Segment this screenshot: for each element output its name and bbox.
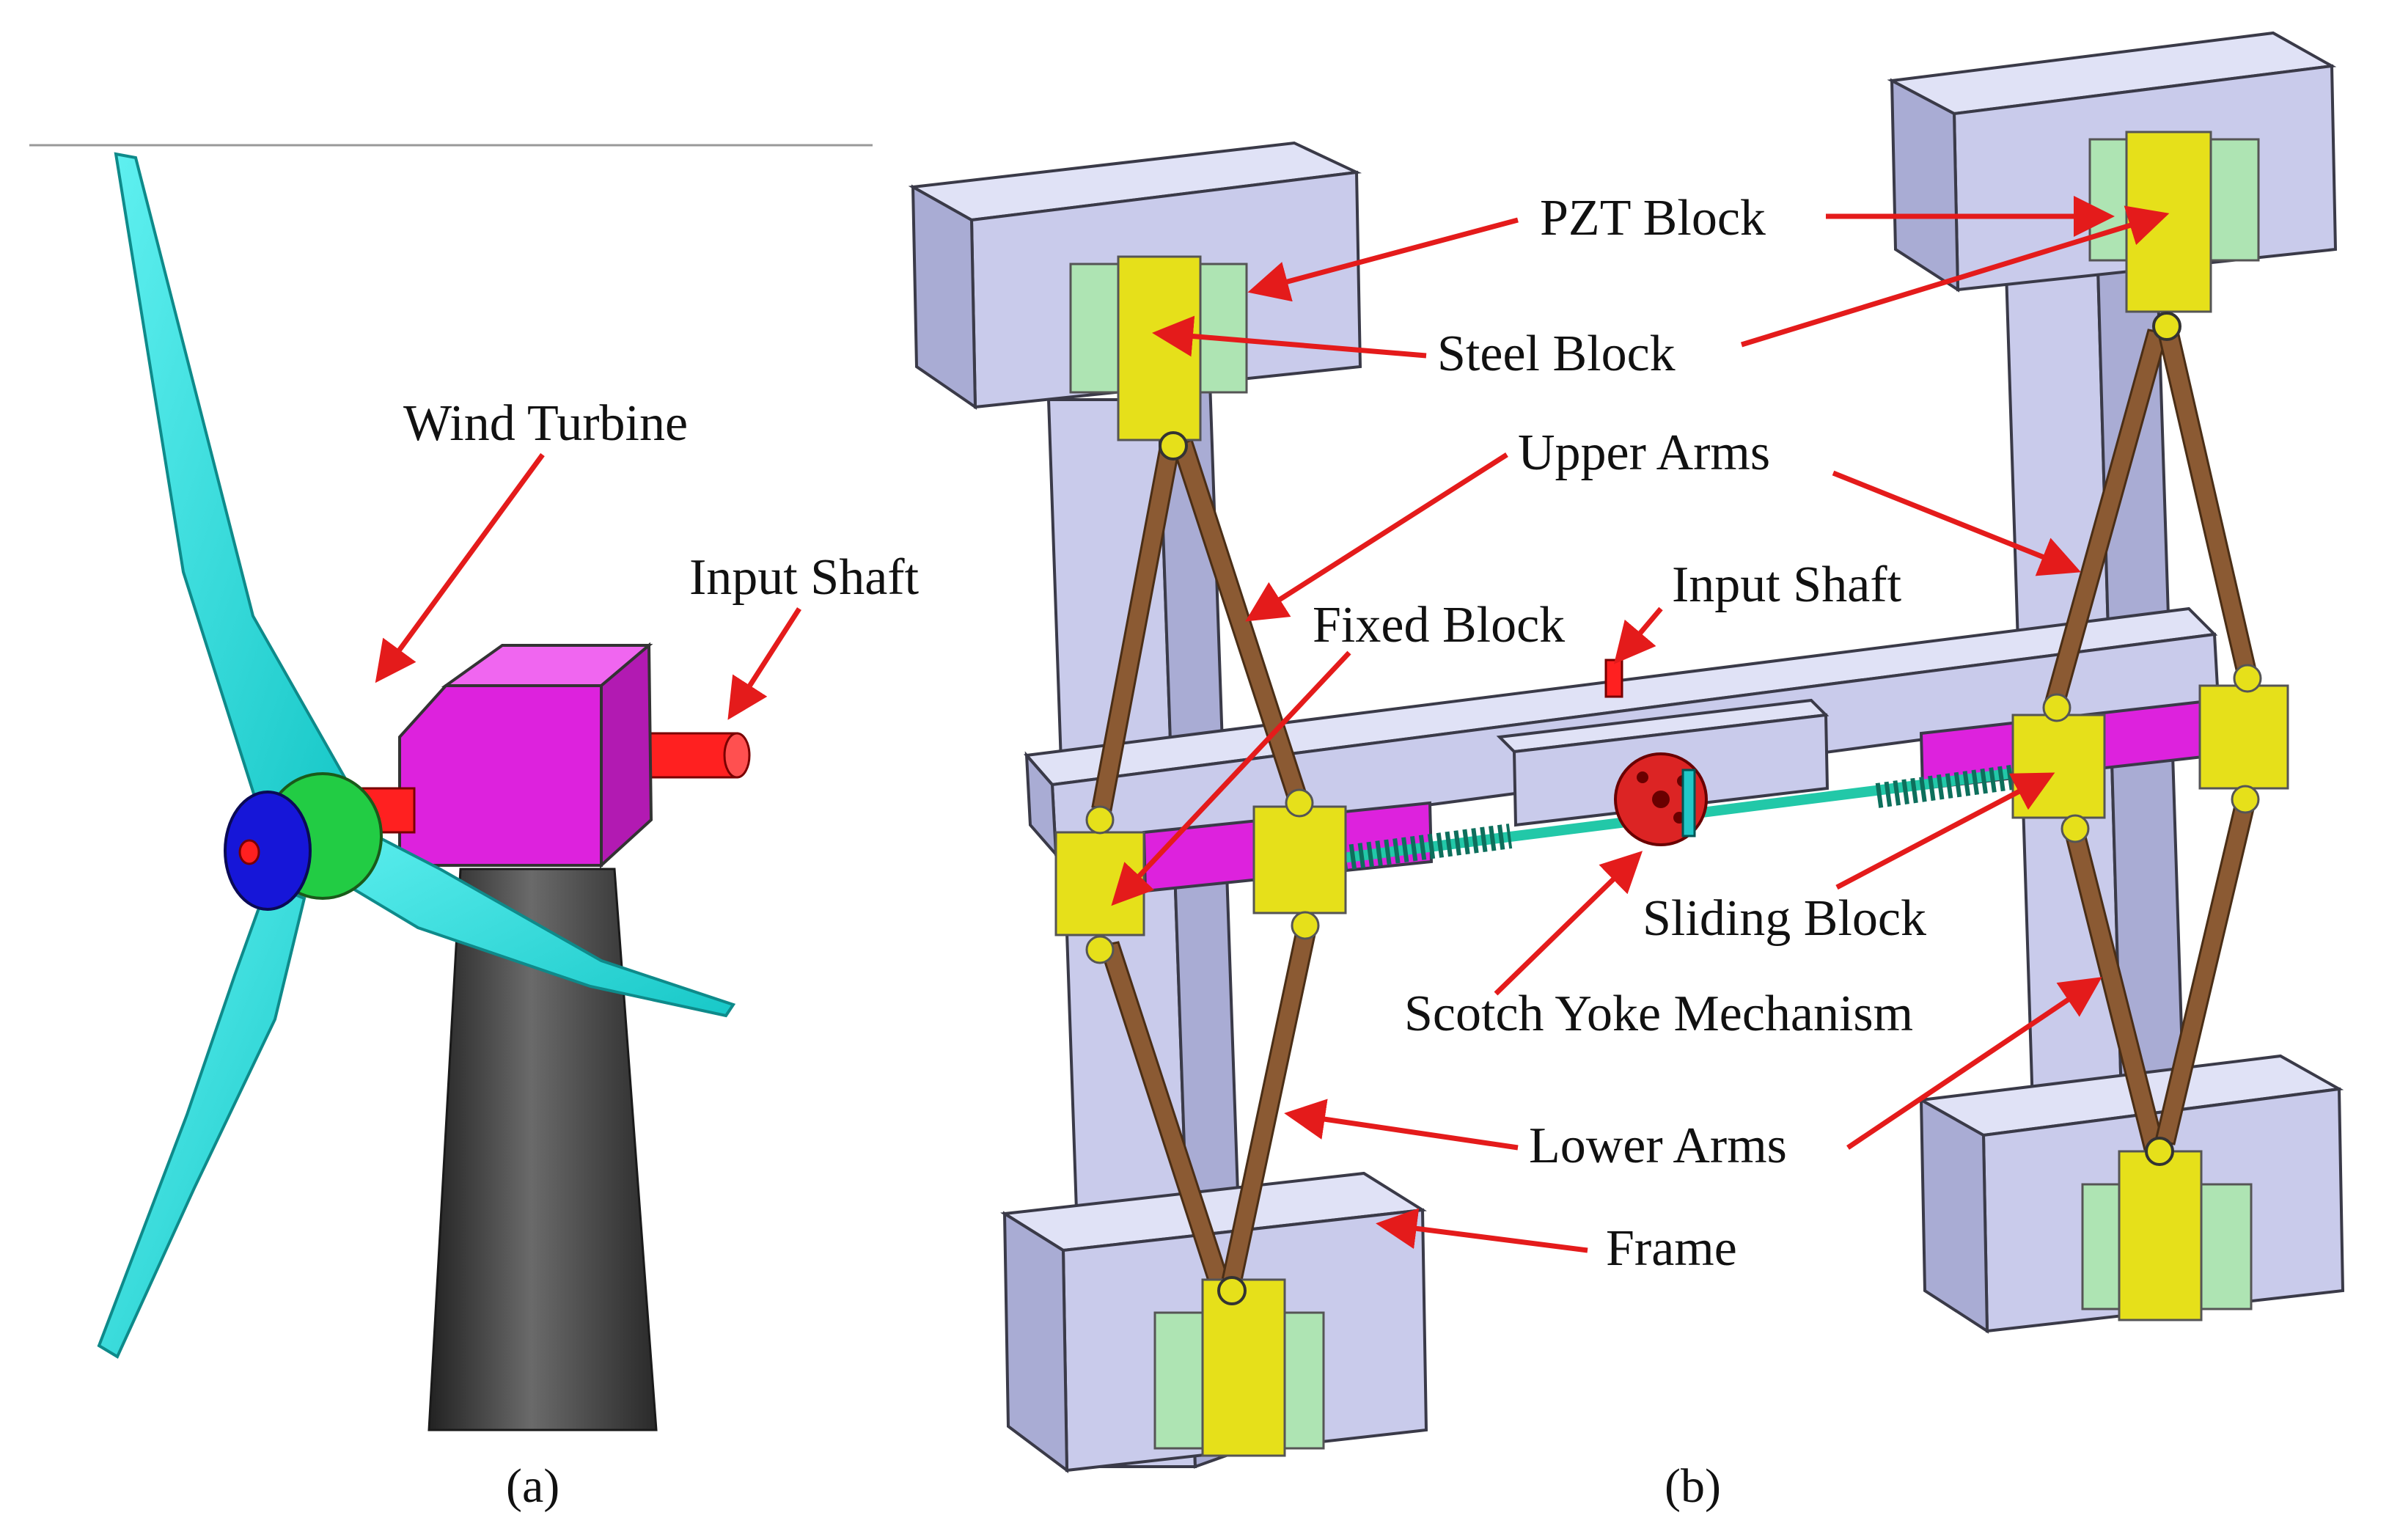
fixed-block-right [2198, 664, 2289, 814]
panel-a: Wind Turbine Input Shaft (a) [29, 144, 920, 1513]
blade-lower [97, 881, 307, 1359]
nacelle [398, 642, 653, 869]
label-sliding-block: Sliding Block [1643, 890, 1926, 947]
arrow-steel-right [1740, 205, 2170, 348]
arrow-steel-left [1152, 315, 1427, 359]
label-input-shaft-a: Input Shaft [689, 549, 920, 606]
arrow-upper-left [1245, 452, 1508, 622]
blade-upper [114, 152, 347, 816]
arrow-input-shaft-a [727, 607, 801, 720]
pzt-steel-bottom-left [1153, 1276, 1325, 1457]
panel-b: PZT Block Steel Block Upper Arms Input S… [908, 31, 2345, 1513]
label-input-shaft-b: Input Shaft [1672, 557, 1902, 613]
arrow-wind-turbine [375, 452, 545, 683]
label-fixed-block: Fixed Block [1313, 597, 1565, 653]
arrow-pzt-left [1247, 217, 1519, 302]
blade-right [324, 811, 736, 1018]
arrow-lower-right [1846, 977, 2102, 1150]
label-pzt-block: PZT Block [1540, 190, 1766, 246]
pzt-steel-bottom-right [2081, 1137, 2253, 1321]
arrow-upper-right [1832, 470, 2081, 576]
label-steel-block: Steel Block [1437, 326, 1676, 382]
annotation-arrows [1111, 196, 2170, 1253]
hub [224, 772, 383, 911]
caption-b: (b) [1665, 1459, 1721, 1513]
label-upper-arms: Upper Arms [1518, 425, 1770, 481]
arrow-input-shaft-b [1613, 606, 1663, 664]
scotch-yoke [1614, 752, 1708, 846]
label-scotch-yoke: Scotch Yoke Mechanism [1404, 986, 1913, 1042]
label-lower-arms: Lower Arms [1529, 1118, 1787, 1174]
input-shaft-a [644, 732, 751, 779]
tower [427, 868, 658, 1431]
arrow-sliding-block [1835, 772, 2055, 890]
input-shaft-b [1604, 659, 1623, 698]
arrow-scotch-yoke [1494, 851, 1643, 996]
arrow-frame [1376, 1208, 1588, 1253]
arrow-lower-left [1284, 1099, 1519, 1151]
sliding-block-left [1252, 788, 1347, 940]
label-wind-turbine: Wind Turbine [403, 395, 688, 452]
arrow-fixed-block [1111, 650, 1351, 906]
label-frame: Frame [1606, 1220, 1737, 1277]
caption-a: (a) [506, 1459, 559, 1513]
